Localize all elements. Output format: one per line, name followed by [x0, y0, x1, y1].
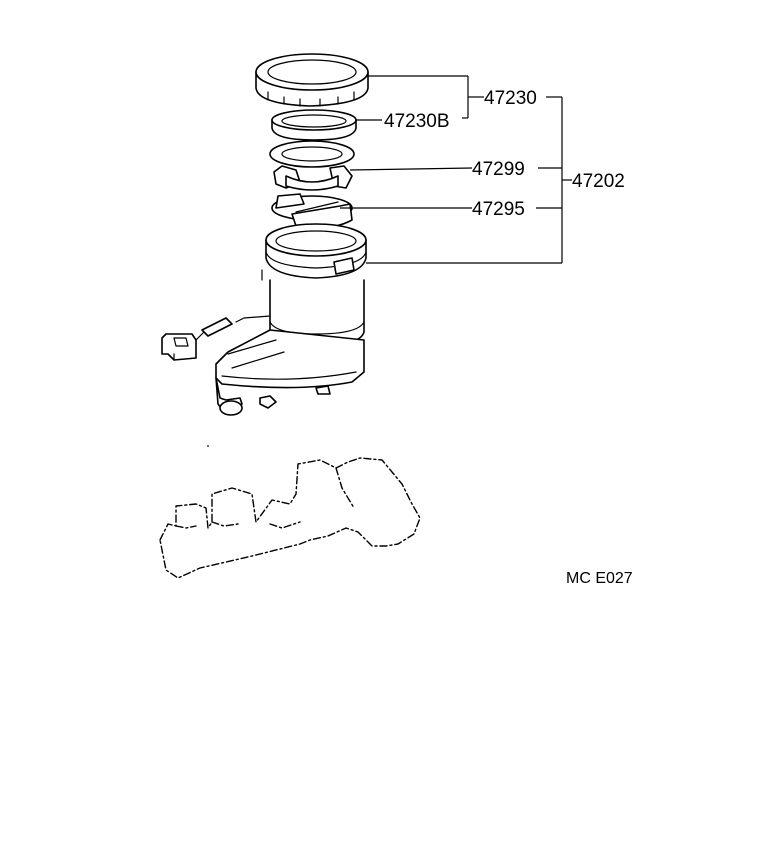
callout-reservoir-assembly: 47202	[572, 171, 625, 192]
callout-strainer: 47299	[472, 159, 525, 180]
leader-lines	[340, 75, 572, 264]
stray-dot	[207, 445, 209, 447]
callout-float: 47295	[472, 199, 525, 220]
master-cylinder-outline	[159, 457, 421, 579]
level-switch-connector	[161, 315, 271, 361]
callout-cap-gasket: 47230B	[384, 111, 450, 132]
callout-cap-assembly: 47230	[484, 88, 537, 109]
float	[271, 193, 353, 229]
reservoir-cap	[255, 53, 369, 107]
cap-gasket	[271, 109, 357, 141]
reservoir-body	[215, 223, 367, 416]
drawing-code: MC E027	[566, 570, 633, 587]
strainer	[269, 140, 355, 191]
